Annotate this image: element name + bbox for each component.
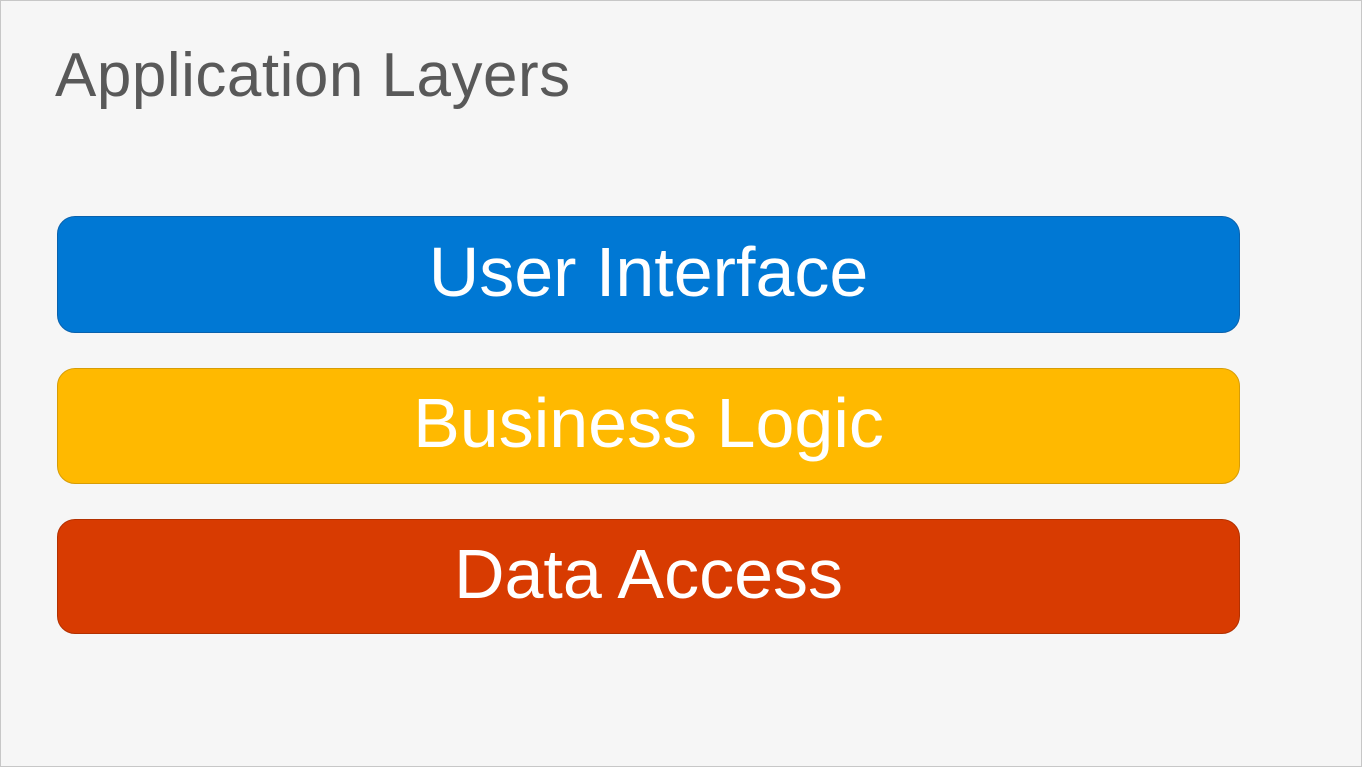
layer-data-access: Data Access: [57, 519, 1240, 634]
layer-data-access-label: Data Access: [453, 534, 844, 613]
layer-business-logic: Business Logic: [57, 368, 1240, 484]
page-title: Application Layers: [55, 41, 571, 110]
layer-business-logic-label: Business Logic: [413, 384, 884, 462]
layer-user-interface-label: User Interface: [428, 232, 869, 311]
layer-user-interface: User Interface: [57, 216, 1240, 333]
